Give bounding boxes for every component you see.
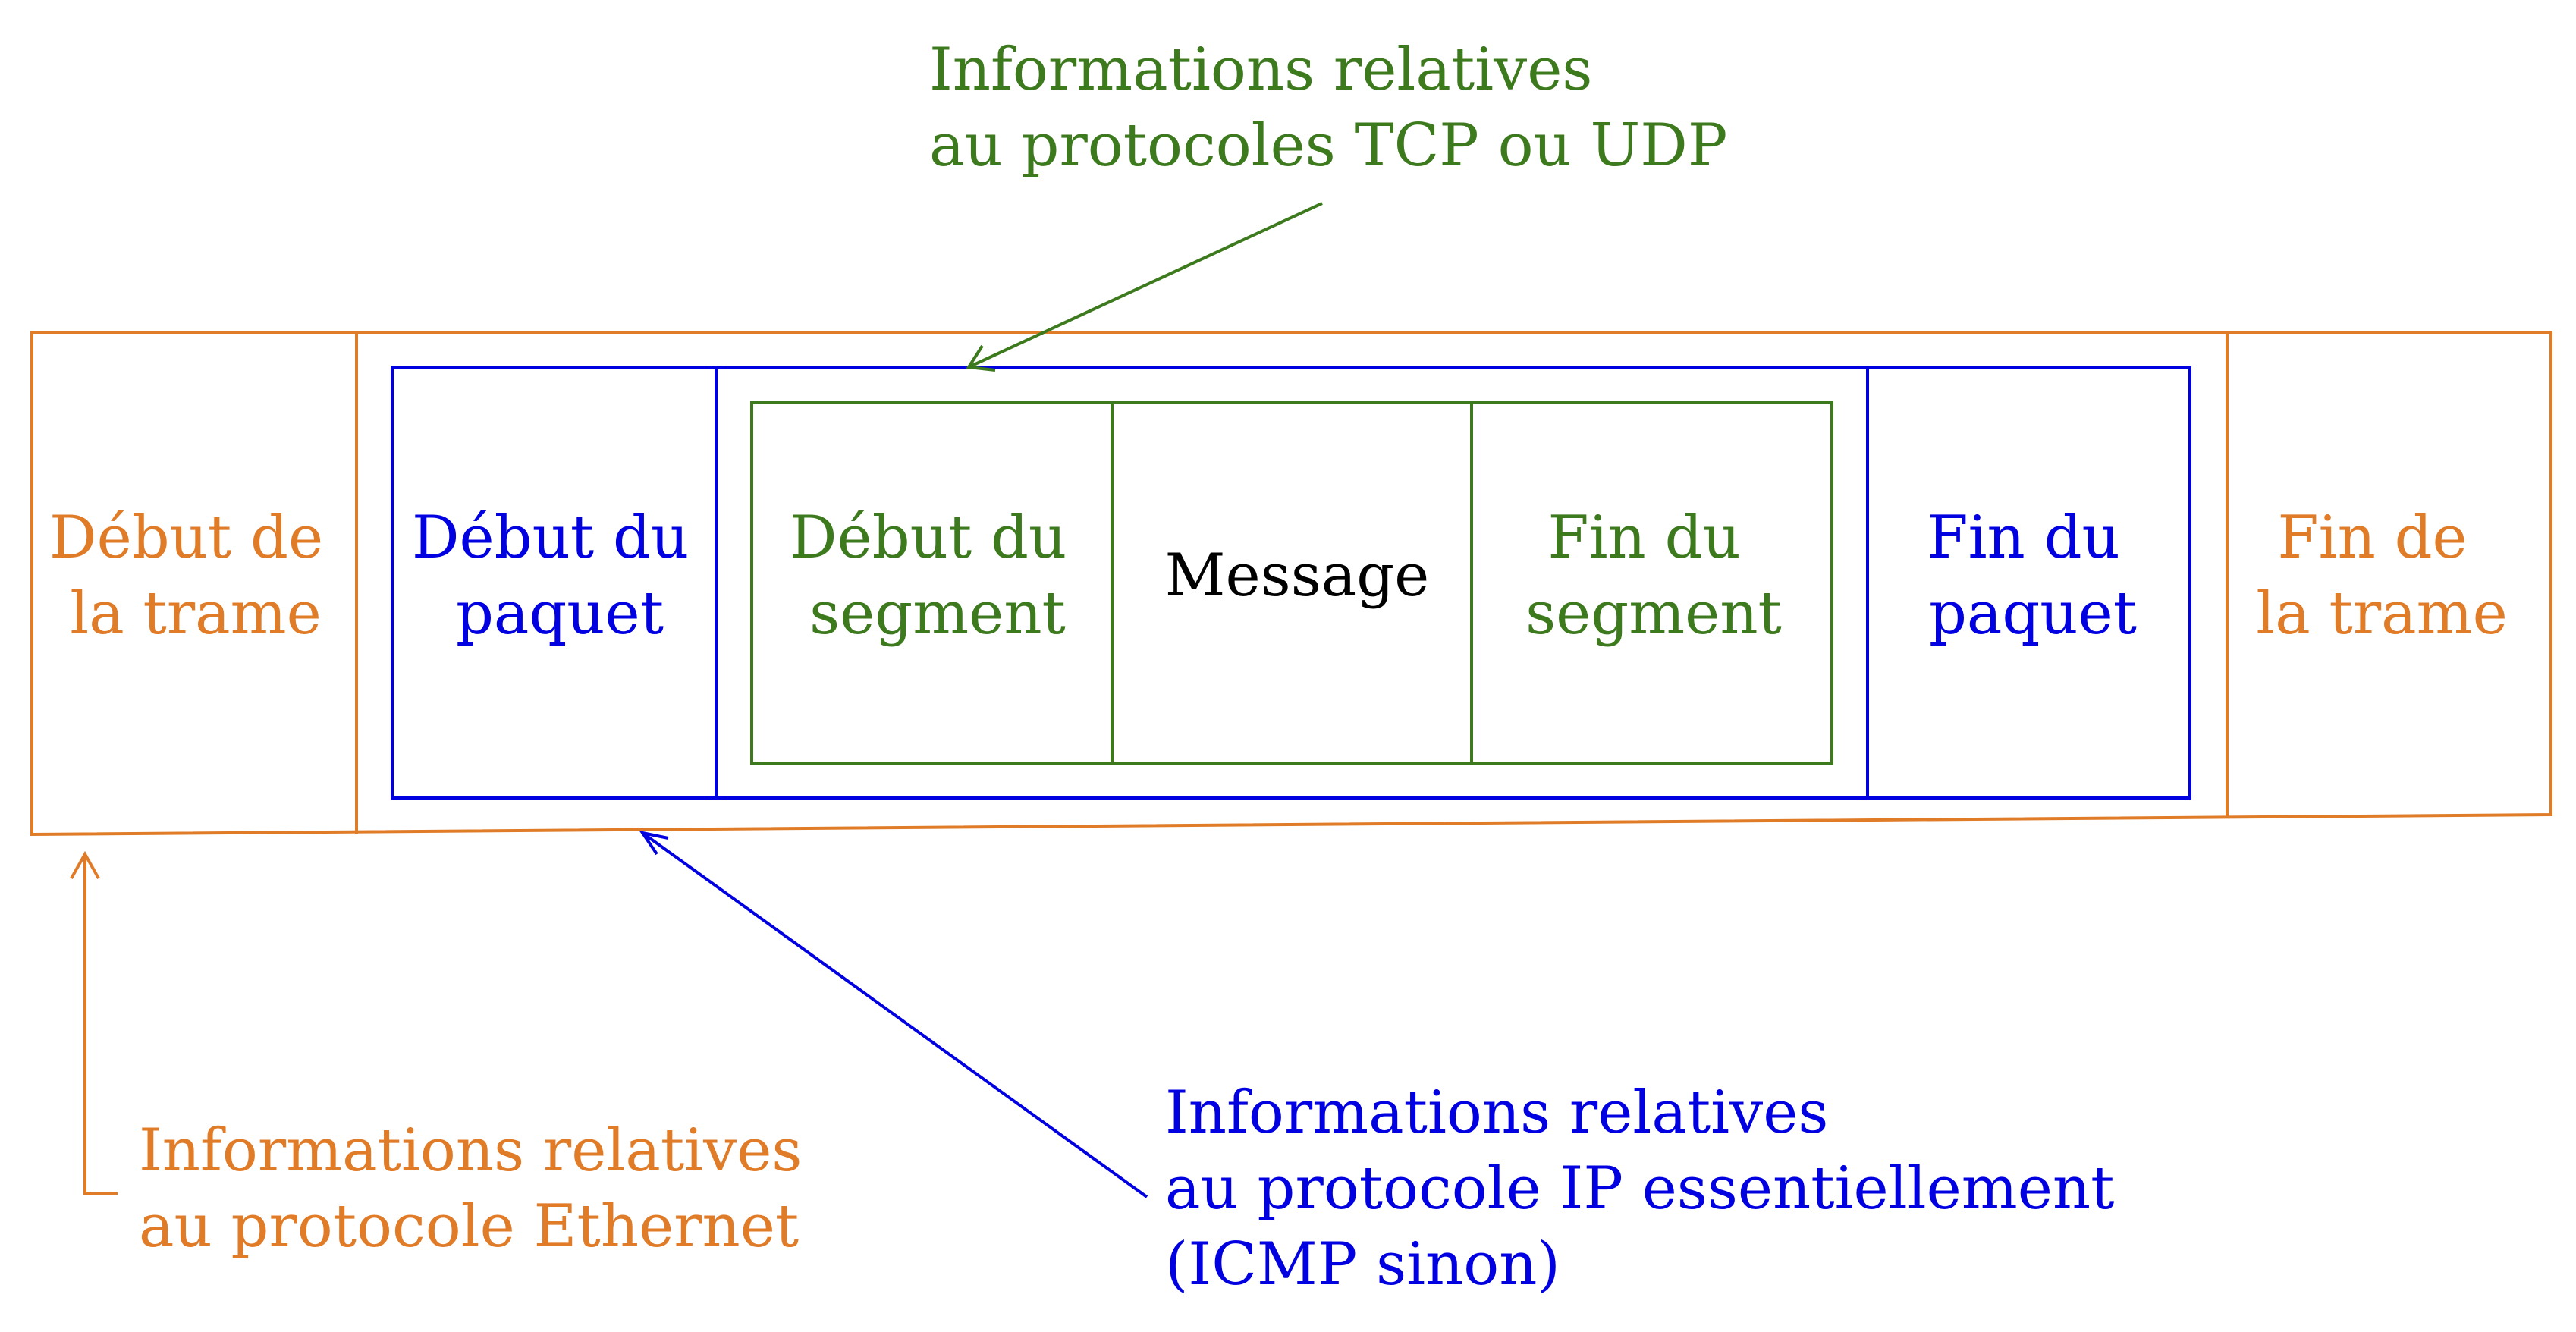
frame-outline: [30, 331, 2552, 837]
ethernet-arrow: [70, 850, 118, 1195]
packet-end-label: Fin du paquet: [1927, 504, 2138, 648]
ip-arrow: [639, 831, 1148, 1198]
packet-start-label: Début du paquet: [412, 504, 708, 648]
segment-outline: [750, 401, 1833, 765]
ip-annotation: Informations relatives au protocole IP e…: [1165, 1079, 2133, 1299]
ip-arrow-head-icon: [639, 831, 669, 856]
message-label: Message: [1165, 542, 1430, 610]
packet-outline: [391, 366, 2191, 800]
frame-end-label: Fin de la trame: [2256, 504, 2508, 648]
ethernet-annotation: Informations relatives au protocole Ethe…: [139, 1117, 821, 1261]
transport-annotation: Informations relatives au protocoles TCP…: [929, 36, 1727, 180]
segment-start-label: Début du segment: [790, 504, 1085, 648]
transport-arrow: [966, 202, 1323, 372]
segment-end-label: Fin du segment: [1525, 504, 1782, 648]
transport-segment: [750, 401, 1833, 765]
transport-arrow-head-icon: [966, 344, 996, 372]
ip-packet: [391, 366, 2191, 800]
frame-start-label: Début de la trame: [49, 504, 342, 648]
ethernet-arrow-head-icon: [70, 850, 100, 879]
ethernet-frame: [30, 331, 2552, 837]
